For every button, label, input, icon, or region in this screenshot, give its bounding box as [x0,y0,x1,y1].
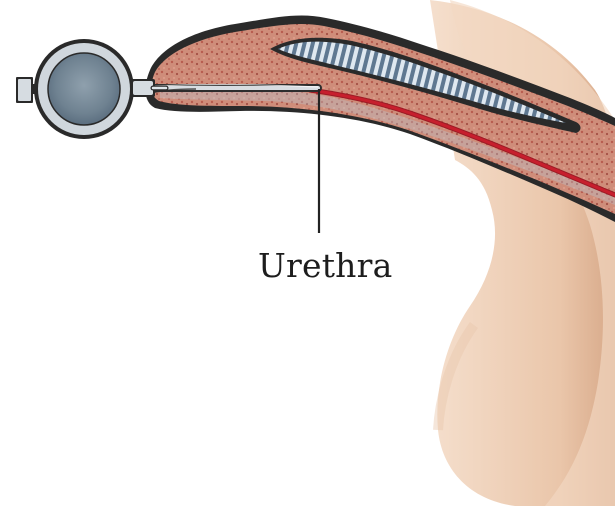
urethra-label: Urethra [258,246,392,286]
pressure-gauge-icon [16,39,166,139]
